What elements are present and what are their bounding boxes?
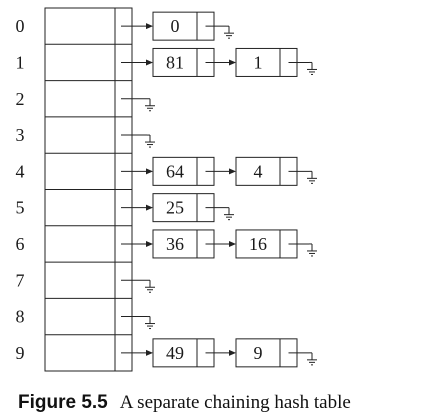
bucket-index: 6 <box>16 234 25 254</box>
node-box <box>152 338 215 368</box>
list-node: 25 <box>152 193 215 223</box>
node-value: 25 <box>166 198 184 218</box>
node-box <box>152 193 215 223</box>
null-ground-icon <box>224 25 234 39</box>
bucket-index: 0 <box>16 16 25 36</box>
list-node: 64 <box>152 156 215 186</box>
node-box <box>152 156 215 186</box>
arrow-icon <box>146 240 153 247</box>
node-value: 16 <box>249 234 267 254</box>
arrow-icon <box>229 240 236 247</box>
arrow-icon <box>146 23 153 30</box>
arrow-icon <box>229 168 236 175</box>
bucket-index: 8 <box>16 307 25 327</box>
bucket-index: 1 <box>16 52 25 72</box>
node-value: 49 <box>166 343 184 363</box>
node-value: 81 <box>166 52 184 72</box>
list-node: 1 <box>235 47 298 77</box>
bucket-index: 4 <box>16 161 25 181</box>
list-node: 81 <box>152 47 215 77</box>
null-ground-icon <box>224 207 234 221</box>
list-node: 16 <box>235 229 298 259</box>
node-box <box>235 338 298 368</box>
node-value: 64 <box>166 161 184 181</box>
arrow-icon <box>146 204 153 211</box>
list-node: 49 <box>152 338 215 368</box>
caption-text: A separate chaining hash table <box>119 392 351 413</box>
arrow-icon <box>146 168 153 175</box>
caption-label: Figure 5.5 <box>18 392 108 413</box>
arrow-icon <box>146 59 153 66</box>
null-ground-icon <box>307 61 317 75</box>
bucket-array: 0 1 2 3 4 5 6 7 8 9 <box>16 7 133 372</box>
node-value: 4 <box>254 161 263 181</box>
null-ground-icon <box>307 243 317 257</box>
null-ground-icon <box>145 98 155 112</box>
node-box <box>152 229 215 259</box>
null-ground-icon <box>145 316 155 330</box>
chains: 0 81 1 64 4 25 36 16 49 9 <box>121 11 317 368</box>
node-value: 9 <box>254 343 263 363</box>
null-ground-icon <box>145 279 155 293</box>
bucket-index: 9 <box>16 343 25 363</box>
bucket-index: 3 <box>16 125 25 145</box>
arrow-icon <box>146 349 153 356</box>
null-ground-icon <box>307 170 317 184</box>
arrow-icon <box>229 59 236 66</box>
list-node: 0 <box>152 11 215 41</box>
node-value: 1 <box>254 52 263 72</box>
node-value: 36 <box>166 234 184 254</box>
list-node: 4 <box>235 156 298 186</box>
node-box <box>152 11 215 41</box>
node-box <box>152 47 215 77</box>
figure-caption: Figure 5.5 A separate chaining hash table <box>18 392 351 414</box>
null-ground-icon <box>307 352 317 366</box>
node-value: 0 <box>171 16 180 36</box>
bucket-index: 7 <box>16 270 25 290</box>
hash-table-diagram: 0 1 2 3 4 5 6 7 8 9 0 81 1 64 4 25 36 16 49 9 <box>16 7 317 372</box>
list-node: 36 <box>152 229 215 259</box>
list-node: 9 <box>235 338 298 368</box>
node-box <box>235 156 298 186</box>
bucket-index: 2 <box>16 89 25 109</box>
bucket-index: 5 <box>16 198 25 218</box>
null-ground-icon <box>145 134 155 148</box>
node-box <box>235 229 298 259</box>
node-box <box>235 47 298 77</box>
arrow-icon <box>229 349 236 356</box>
